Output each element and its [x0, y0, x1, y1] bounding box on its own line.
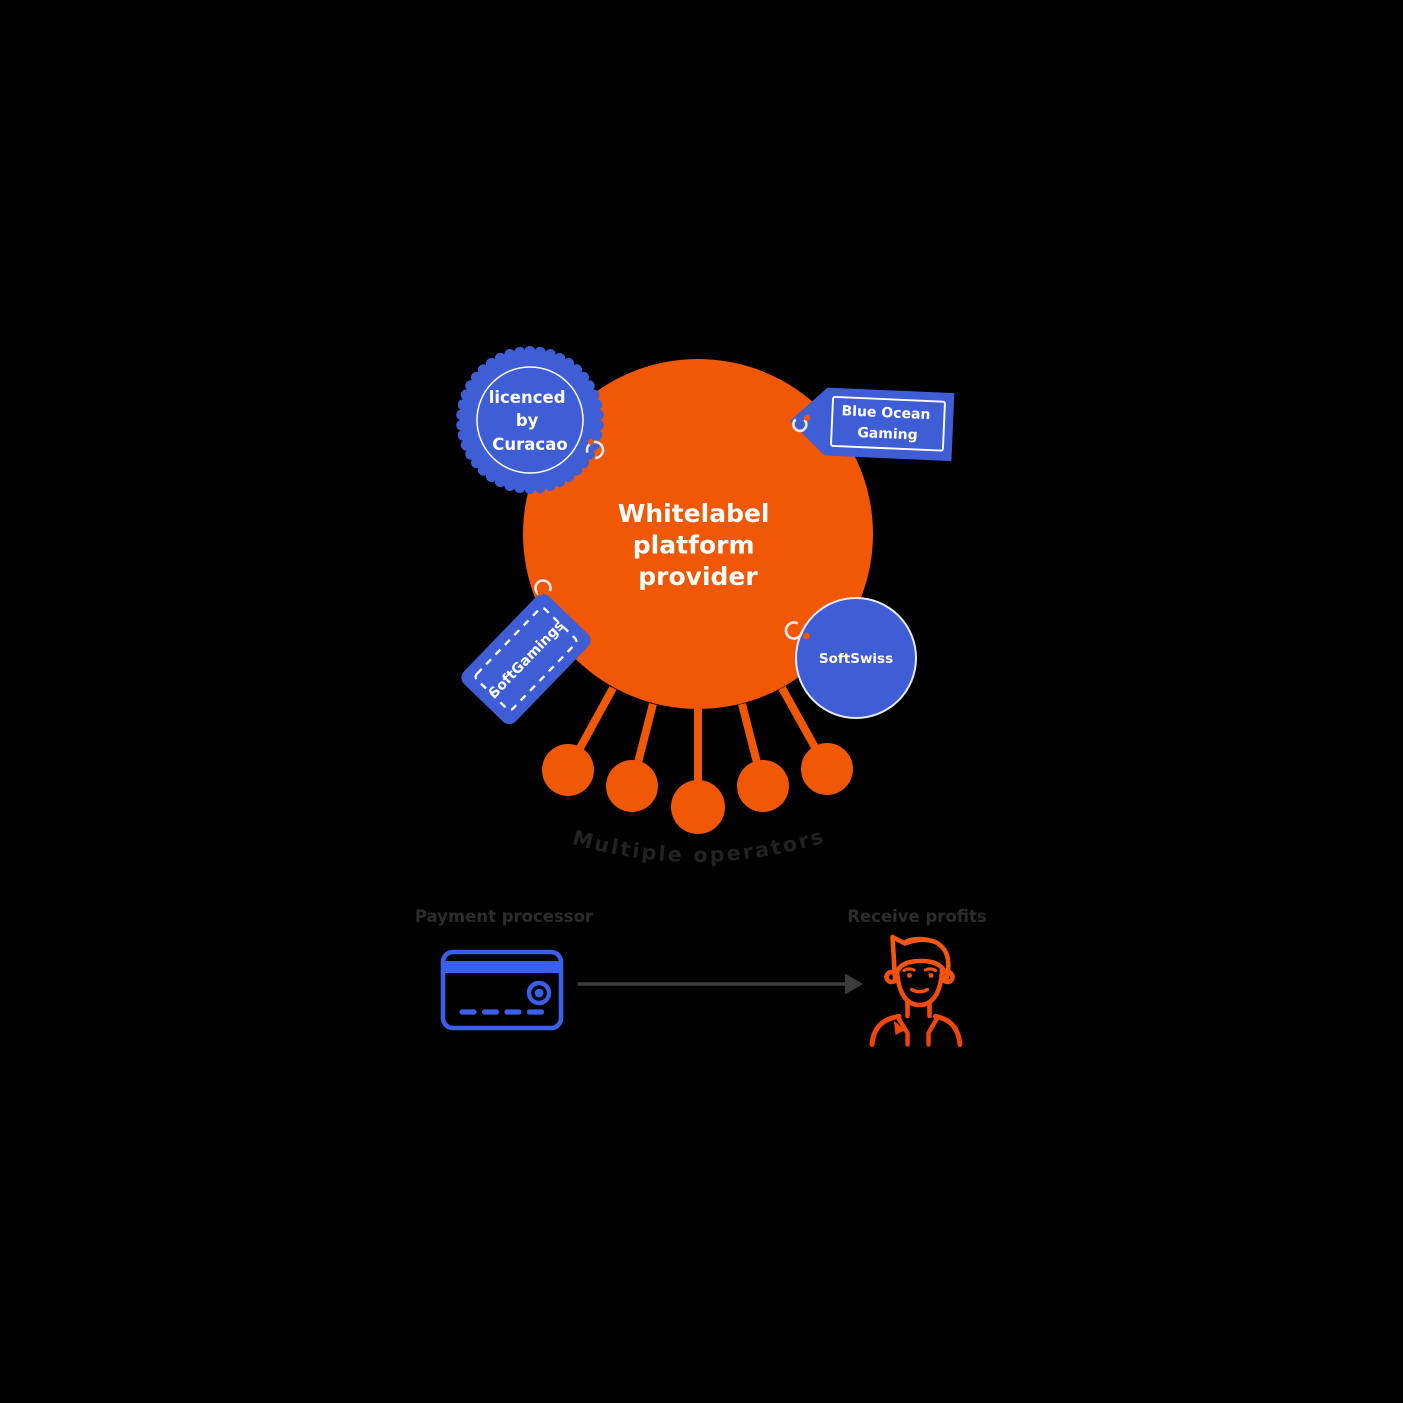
person-brow-left	[902, 967, 916, 973]
card-outline	[440, 949, 564, 1031]
person-collar-left	[895, 1014, 910, 1047]
operator-ball	[542, 744, 594, 796]
softswiss-hook-pin	[803, 632, 810, 640]
card-chip-ring	[526, 980, 552, 1006]
blue-ocean-label: Blue Ocean Gaming	[840, 403, 935, 444]
tag-hook-icon	[792, 416, 808, 433]
operator-ball	[737, 760, 789, 812]
operator-ball	[801, 743, 853, 795]
softswiss-circle-icon	[795, 597, 917, 719]
operator-links	[542, 686, 853, 834]
operator-ball	[671, 780, 725, 834]
person-brow-right	[923, 967, 938, 973]
curacao-seal-badge: licenced by Curacao	[456, 345, 605, 495]
receive-profits-label: Receive profits	[847, 907, 987, 926]
softgamings-shape-icon	[461, 593, 591, 725]
platform-title: Whitelabel platform provider	[618, 499, 778, 591]
operator-ball	[606, 760, 658, 812]
person-shoulder-right	[933, 1013, 963, 1047]
payment-processor-label: Payment processor	[415, 907, 594, 926]
credit-card-icon	[440, 949, 564, 1031]
person-smile	[909, 987, 930, 994]
arrow-right-icon	[578, 973, 863, 995]
platform-circle	[523, 359, 873, 709]
tag-hook-pin	[803, 414, 811, 421]
softswiss-badge: SoftSwiss	[784, 597, 917, 719]
person-eye-right	[928, 973, 934, 978]
person-shoulder-left	[869, 1013, 902, 1047]
person-collar-flap	[894, 1021, 906, 1035]
person-hair	[890, 934, 951, 982]
blue-ocean-tag: Blue Ocean Gaming	[790, 387, 955, 462]
softswiss-label: SoftSwiss	[819, 651, 893, 667]
person-collar-right	[926, 1014, 941, 1047]
arrow-head	[845, 973, 863, 995]
softgamings-hook-pin	[537, 589, 544, 596]
person-icon	[869, 934, 963, 1047]
softgamings-dashed-border	[474, 606, 578, 712]
softswiss-hook-icon	[784, 621, 804, 640]
seal-hook-pin	[588, 439, 594, 445]
seal-label: licenced by Curacao	[489, 388, 572, 454]
tag-inner-border	[830, 395, 946, 452]
card-chip-dot	[534, 988, 544, 998]
person-eye-left	[907, 973, 912, 978]
seal-inner-ring	[476, 366, 584, 474]
